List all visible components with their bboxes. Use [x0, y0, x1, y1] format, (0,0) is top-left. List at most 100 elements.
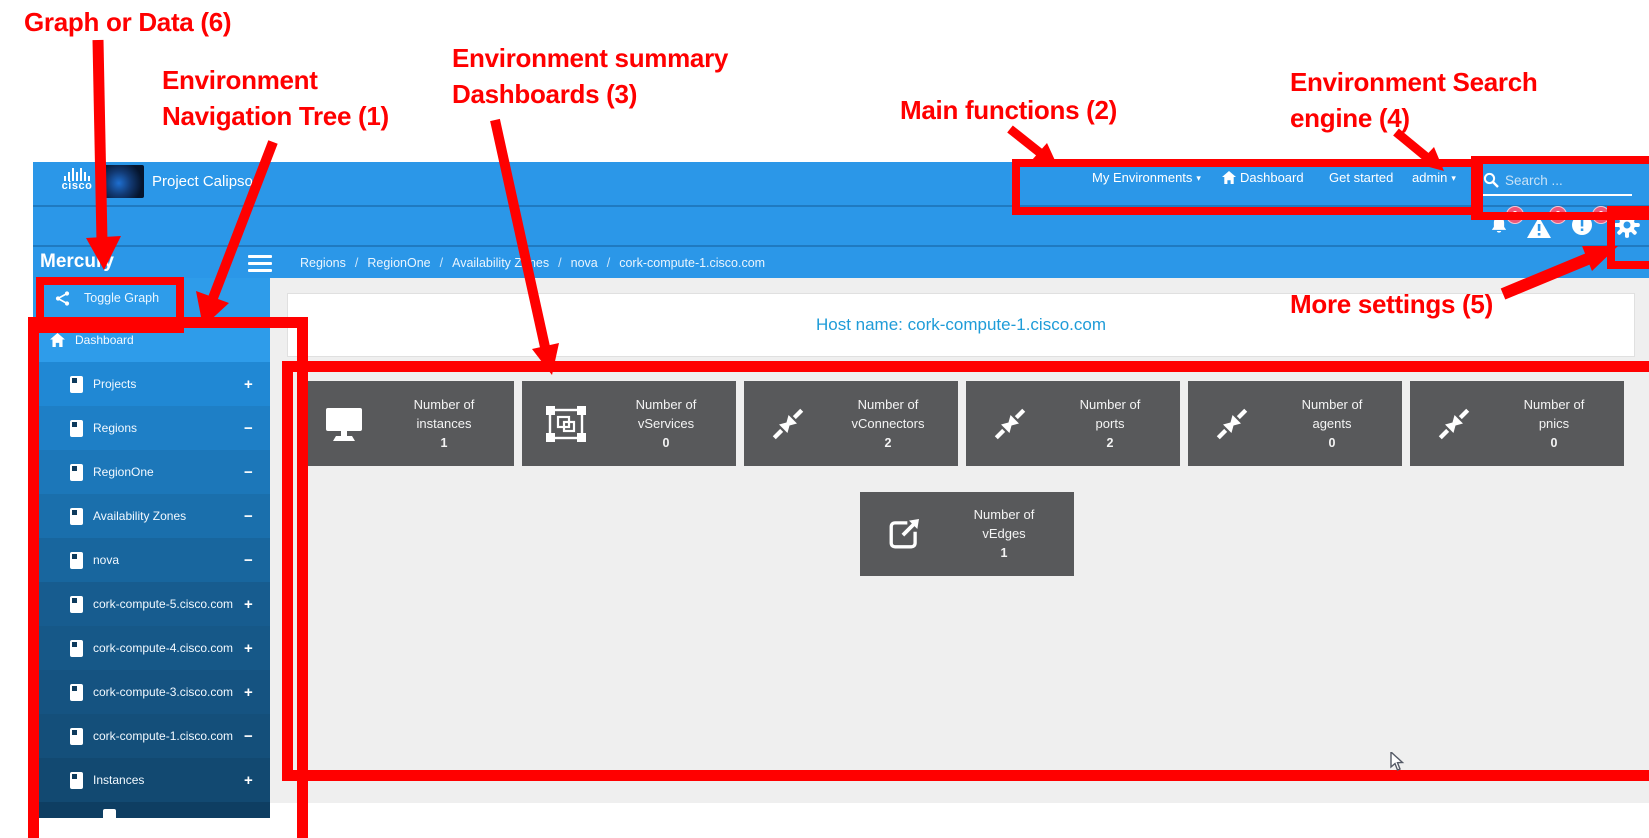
card-value: 0	[1328, 435, 1336, 450]
cisco-logo-bars	[55, 168, 99, 181]
home-icon	[1222, 171, 1236, 184]
gear-icon[interactable]	[1613, 211, 1641, 239]
card-value: 0	[662, 435, 670, 450]
sidebar-item-cork-compute-3[interactable]: cork-compute-3.cisco.com +	[33, 670, 270, 715]
sidebar-item-cork-compute-4[interactable]: cork-compute-4.cisco.com +	[33, 626, 270, 671]
expand-icon[interactable]: +	[244, 771, 253, 789]
nav-admin-menu[interactable]: admin▾	[1412, 170, 1456, 185]
share-graph-icon	[55, 290, 70, 306]
error-badge: 0	[1592, 206, 1610, 224]
bell-badge: 0	[1506, 206, 1524, 224]
breadcrumb-separator: /	[606, 255, 611, 270]
bell-icon[interactable]	[1488, 214, 1510, 238]
annotation-main-functions: Main functions (2)	[900, 95, 1118, 125]
notebook-icon	[103, 809, 116, 818]
external-link-icon	[860, 514, 948, 554]
app-title: Project Calipso	[152, 173, 253, 190]
error-circle-icon[interactable]	[1572, 215, 1592, 235]
environment-search	[1482, 166, 1632, 196]
toggle-graph-button[interactable]: Toggle Graph	[33, 278, 270, 319]
expand-icon[interactable]: +	[244, 375, 253, 393]
breadcrumb-item[interactable]: RegionOne	[367, 255, 431, 270]
warning-triangle-icon[interactable]	[1527, 217, 1551, 238]
notebook-icon	[70, 639, 83, 657]
breadcrumb: Regions / RegionOne / Availability Zones…	[300, 247, 765, 278]
expand-icon[interactable]: +	[244, 683, 253, 701]
annotation-env-summary: Environment summary Dashboards (3)	[452, 43, 729, 109]
breadcrumb-separator: /	[558, 255, 562, 270]
sidebar-item-projects[interactable]: Projects +	[33, 362, 270, 407]
monitor-icon	[300, 404, 388, 444]
expand-icon[interactable]: +	[244, 595, 253, 613]
annotation-more-settings: More settings (5)	[1290, 289, 1493, 319]
card-value: 1	[440, 435, 448, 450]
notebook-icon	[70, 551, 83, 569]
collapse-icon[interactable]: −	[244, 507, 253, 525]
notebook-icon	[70, 727, 83, 745]
search-input[interactable]	[1503, 168, 1631, 192]
sidebar-item-availability-zones[interactable]: Availability Zones −	[33, 494, 270, 539]
chevron-down-icon: ▾	[1451, 173, 1456, 183]
collapse-icon[interactable]: −	[244, 551, 253, 569]
calipso-logo-image	[102, 165, 144, 198]
compress-icon	[744, 405, 832, 443]
notebook-icon	[70, 375, 83, 393]
sidebar-item-dashboard[interactable]: Dashboard	[33, 318, 270, 363]
mouse-cursor	[1390, 752, 1405, 771]
top-header-bar	[33, 162, 1649, 207]
notebook-icon	[70, 507, 83, 525]
toggle-graph-label: Toggle Graph	[84, 291, 160, 305]
collapse-icon[interactable]: −	[244, 727, 253, 745]
notebook-icon	[70, 683, 83, 701]
breadcrumb-separator: /	[354, 255, 359, 270]
breadcrumb-item[interactable]: nova	[570, 255, 598, 270]
compress-icon	[1410, 405, 1498, 443]
breadcrumb-item[interactable]: Regions	[300, 255, 346, 270]
sidebar-item-nova[interactable]: nova −	[33, 538, 270, 583]
sidebar-item-regions[interactable]: Regions −	[33, 406, 270, 451]
breadcrumb-item[interactable]: cork-compute-1.cisco.com	[619, 255, 766, 270]
environment-name: Mercury	[40, 251, 114, 272]
compress-icon	[1188, 405, 1276, 443]
notebook-icon	[70, 595, 83, 613]
home-icon	[50, 333, 65, 347]
card-value: 1	[1000, 546, 1008, 560]
breadcrumb-separator: /	[439, 255, 444, 270]
breadcrumb-bar	[33, 247, 1649, 278]
host-name-title: Host name: cork-compute-1.cisco.com	[815, 315, 1107, 334]
notification-bar	[33, 207, 1649, 247]
object-group-icon	[522, 404, 610, 444]
sidebar-item-cork-compute-5[interactable]: cork-compute-5.cisco.com +	[33, 582, 270, 627]
sidebar-item-partial	[33, 802, 270, 818]
nav-dashboard[interactable]: Dashboard	[1222, 170, 1304, 185]
card-value: 0	[1550, 435, 1558, 450]
sidebar-item-regionone[interactable]: RegionOne −	[33, 450, 270, 495]
collapse-icon[interactable]: −	[244, 463, 253, 481]
compress-icon	[966, 405, 1054, 443]
breadcrumb-item[interactable]: Availability Zones	[452, 255, 550, 270]
annotation-env-search: Environment Search engine (4)	[1290, 67, 1538, 133]
expand-icon[interactable]: +	[244, 639, 253, 657]
annotation-env-nav-tree: Environment Navigation Tree (1)	[162, 65, 389, 131]
cisco-logo-word: cisco	[61, 180, 93, 192]
nav-get-started[interactable]: Get started	[1329, 170, 1394, 185]
card-value: 2	[884, 435, 892, 450]
search-icon	[1483, 172, 1499, 188]
collapse-icon[interactable]: −	[244, 419, 253, 437]
notebook-icon	[70, 419, 83, 437]
nav-my-environments[interactable]: My Environments▾	[1092, 170, 1201, 185]
card-value: 2	[1106, 435, 1114, 450]
hamburger-menu-icon[interactable]	[248, 255, 272, 276]
notebook-icon	[70, 463, 83, 481]
sidebar-item-cork-compute-1[interactable]: cork-compute-1.cisco.com −	[33, 714, 270, 759]
sidebar-item-instances[interactable]: Instances +	[33, 758, 270, 803]
annotation-graph-or-data: Graph or Data (6)	[24, 7, 232, 37]
